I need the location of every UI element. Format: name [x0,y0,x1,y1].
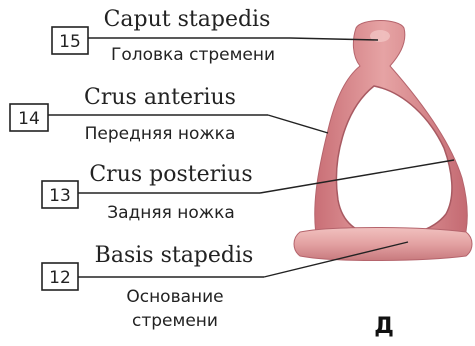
stapes-base [294,228,472,261]
label-russian-line-2: стремени [132,311,218,331]
label-latin: Crus anterius [84,85,236,110]
label-latin: Crus posterius [89,162,252,187]
label-12: 12 Basis stapedis Основание стремени [42,242,408,331]
label-number: 13 [49,186,71,206]
stapes-bone [294,21,472,261]
label-latin: Basis stapedis [95,243,254,268]
obturator-foramen [337,86,452,236]
label-15: 15 Caput stapedis Головка стремени [52,7,378,65]
label-russian: Передняя ножка [85,124,236,144]
label-russian: Задняя ножка [107,203,235,223]
label-russian-line-1: Основание [126,287,223,307]
label-russian: Головка стремени [111,45,275,65]
label-number: 15 [59,32,81,52]
label-number: 14 [18,109,40,129]
label-number: 12 [49,268,71,288]
label-14: 14 Crus anterius Передняя ножка [10,85,328,144]
leader-line-14 [268,115,328,133]
figure-letter: Д [374,314,394,339]
label-latin: Caput stapedis [104,7,271,32]
